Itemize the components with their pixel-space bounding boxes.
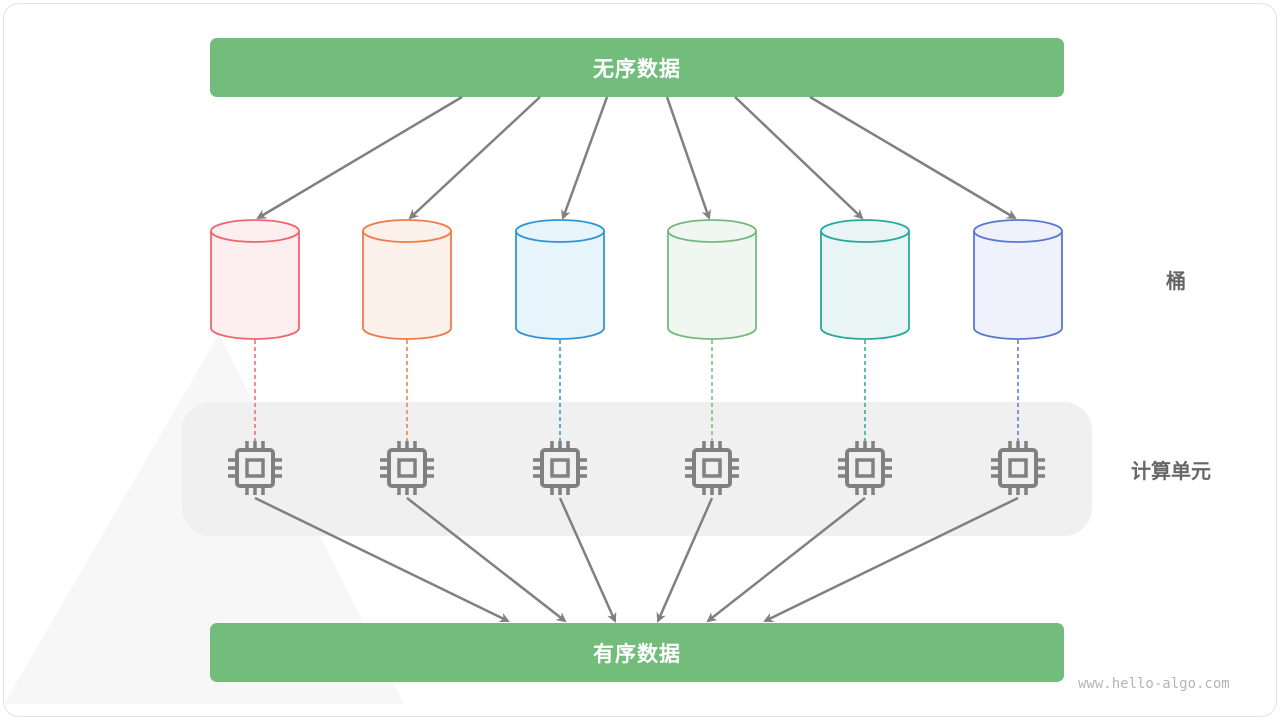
arrow-to-bucket-1 — [256, 95, 463, 220]
unsorted-data-label: 无序数据 — [593, 56, 681, 81]
sorted-data-bar: 有序数据 — [210, 623, 1064, 682]
arrow-to-bucket-3 — [561, 96, 609, 220]
dashed-links — [254, 340, 1019, 442]
cpu-chip-icon — [838, 441, 892, 495]
watermark: www.hello-algo.com — [1078, 676, 1230, 692]
arrow-to-sorted-6 — [763, 496, 1019, 623]
arrow-to-bucket-2 — [408, 96, 541, 220]
arrow-to-sorted-1 — [254, 496, 510, 623]
compute-units-panel — [182, 402, 1092, 536]
compute-unit-label: 计算单元 — [1131, 459, 1211, 483]
arrow-to-bucket-4 — [665, 96, 712, 220]
arrow-to-bucket-5 — [734, 96, 864, 220]
bucket-label: 桶 — [1166, 269, 1186, 293]
cpu-chip-icon — [533, 441, 587, 495]
bucket-6 — [973, 219, 1063, 340]
bucket-5 — [820, 219, 910, 340]
bucket-1 — [210, 219, 300, 340]
arrow-to-sorted-5 — [706, 497, 866, 623]
sorted-data-label: 有序数据 — [593, 641, 681, 666]
top-arrows — [256, 95, 1017, 220]
compute-units — [228, 441, 1045, 495]
bucket-4 — [667, 219, 757, 340]
bucket-2 — [362, 219, 452, 340]
cpu-chip-icon — [685, 441, 739, 495]
buckets — [210, 219, 1063, 340]
cpu-chip-icon — [228, 441, 282, 495]
arrow-to-bucket-6 — [809, 95, 1017, 220]
arrow-to-sorted-4 — [656, 497, 714, 623]
arrow-to-sorted-3 — [558, 497, 617, 623]
bottom-arrows — [254, 496, 1019, 623]
cpu-chip-icon — [991, 441, 1045, 495]
bucket-3 — [515, 219, 605, 340]
cpu-chip-icon — [380, 441, 434, 495]
unsorted-data-bar: 无序数据 — [210, 38, 1064, 97]
arrow-to-sorted-2 — [406, 497, 567, 623]
